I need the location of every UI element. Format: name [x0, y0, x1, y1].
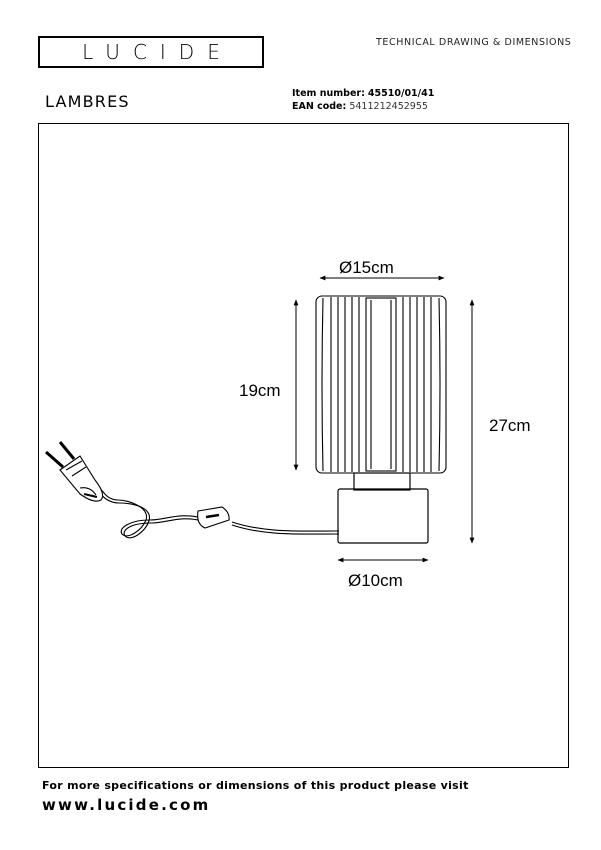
ean-label: EAN code: — [292, 101, 347, 112]
inline-switch — [197, 506, 230, 529]
plug-icon — [45, 441, 104, 502]
lamp-shade — [315, 295, 447, 474]
footer-website-link[interactable]: www.lucide.com — [42, 796, 211, 814]
base-diameter-label: Ø10cm — [348, 571, 403, 590]
drawing-frame — [38, 123, 569, 768]
document-title: TECHNICAL DRAWING & DIMENSIONS — [376, 37, 572, 48]
item-number-row: Item number: 45510/01/41 — [292, 88, 434, 99]
product-name: LAMBRES — [45, 92, 130, 111]
item-number-value: 45510/01/41 — [367, 88, 435, 99]
footer-info-text: For more specifications or dimensions of… — [42, 779, 469, 792]
power-cable — [97, 487, 340, 539]
item-number-label: Item number: — [292, 88, 365, 99]
ean-row: EAN code: 5411212452955 — [292, 101, 428, 112]
ean-value: 5411212452955 — [349, 101, 428, 112]
brand-logo-text: LUCIDE — [82, 40, 233, 64]
brand-logo: LUCIDE — [38, 36, 264, 68]
total-height-label: 27cm — [489, 416, 531, 435]
shade-diameter-label: Ø15cm — [339, 258, 394, 277]
shade-height-label: 19cm — [239, 381, 281, 400]
lamp-base — [337, 472, 429, 544]
